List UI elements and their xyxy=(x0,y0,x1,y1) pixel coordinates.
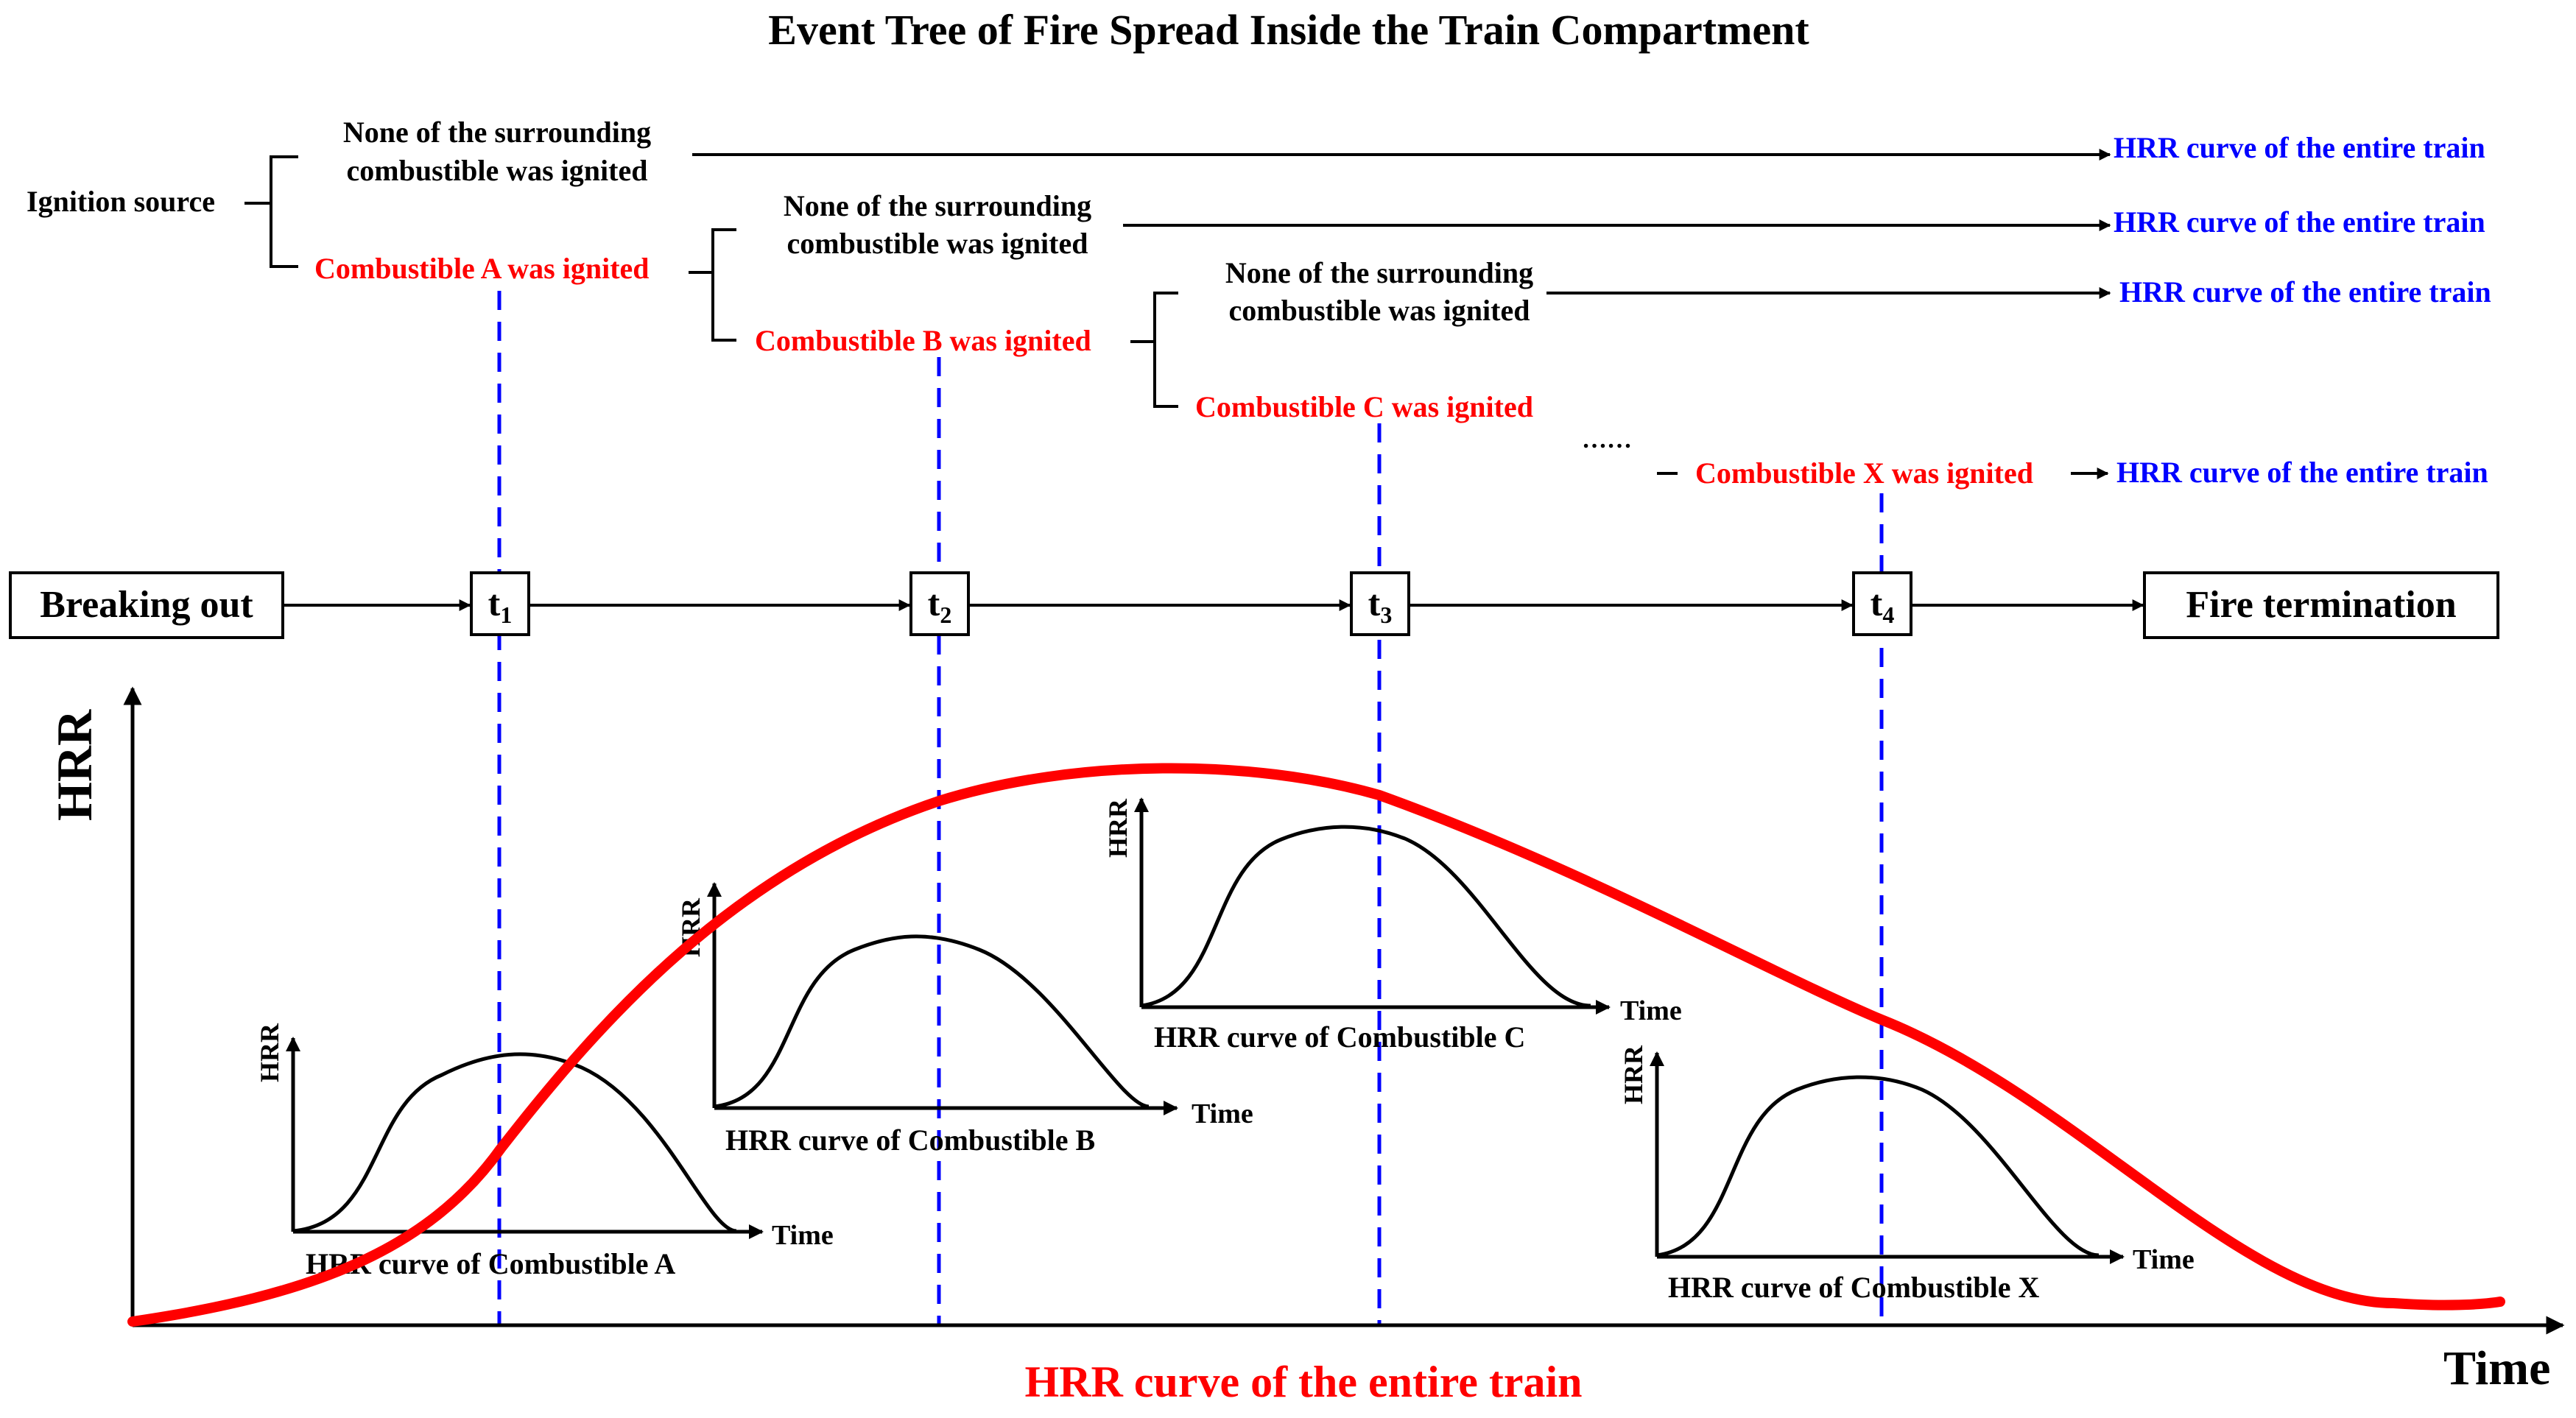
mini-chart-a: HRR Time HRR curve of Combustible A xyxy=(255,1023,834,1280)
none-ignited-2-line2: combustible was ignited xyxy=(787,227,1088,260)
mini-x-curve xyxy=(1656,1075,2100,1257)
mini-c-x-label: Time xyxy=(1620,995,1682,1026)
mini-b-curve xyxy=(714,934,1150,1109)
timeline: Breaking out t1 t2 t3 t4 Fire terminatio… xyxy=(9,571,2499,639)
mini-a-curve xyxy=(292,1052,737,1233)
branch-b-bracket xyxy=(1130,292,1178,408)
main-axes: HRR Time xyxy=(46,686,2565,1395)
t3-box xyxy=(1350,571,1410,636)
mini-x-y-label: HRR xyxy=(1619,1045,1648,1104)
breaking-out-label: Breaking out xyxy=(40,584,253,626)
mini-chart-c: HRR Time HRR curve of Combustible C xyxy=(1103,797,1682,1054)
mini-b-x-label: Time xyxy=(1192,1098,1253,1129)
outcome-3: HRR curve of the entire train xyxy=(2119,275,2491,308)
t2-label: t2 xyxy=(928,582,952,628)
none-ignited-3-line2: combustible was ignited xyxy=(1229,294,1530,327)
t3-label: t3 xyxy=(1368,582,1393,628)
combustible-c-ignited: Combustible C was ignited xyxy=(1195,390,1533,423)
combustible-a-ignited: Combustible A was ignited xyxy=(314,252,650,285)
main-x-label: Time xyxy=(2443,1341,2550,1395)
combustible-x-ignited: Combustible X was ignited xyxy=(1695,456,2033,490)
mini-chart-b: HRR Time HRR curve of Combustible B xyxy=(676,882,1253,1157)
t2-box xyxy=(909,571,970,636)
fire-termination-box xyxy=(2143,571,2499,639)
ellipsis: …… xyxy=(1582,426,1632,454)
none-ignited-1-line2: combustible was ignited xyxy=(347,154,648,187)
mini-c-y-label: HRR xyxy=(1103,798,1133,858)
t4-box xyxy=(1852,571,1912,636)
mini-x-caption: HRR curve of Combustible X xyxy=(1668,1271,2040,1304)
mini-a-y-label: HRR xyxy=(255,1023,284,1082)
branch-a-bracket xyxy=(689,228,736,342)
mini-chart-x: HRR Time HRR curve of Combustible X xyxy=(1619,1045,2195,1304)
outcome-2: HRR curve of the entire train xyxy=(2114,205,2485,239)
outcome-1: HRR curve of the entire train xyxy=(2114,131,2485,164)
mini-c-caption: HRR curve of Combustible C xyxy=(1154,1020,1525,1054)
mini-x-x-label: Time xyxy=(2133,1244,2195,1275)
mini-a-x-label: Time xyxy=(772,1220,834,1251)
t1-label: t1 xyxy=(488,582,513,628)
event-tree: Ignition source None of the surrounding … xyxy=(27,116,2491,490)
none-ignited-3-line1: None of the surrounding xyxy=(1225,256,1533,289)
t4-label: t4 xyxy=(1871,582,1895,628)
mini-c-curve xyxy=(1141,825,1591,1008)
fire-termination-label: Fire termination xyxy=(2186,584,2456,626)
train-hrr-curve xyxy=(127,763,2505,1327)
t1-box xyxy=(470,571,530,636)
main-y-label: HRR xyxy=(46,709,102,821)
time-markers xyxy=(497,291,1884,1325)
mini-b-caption: HRR curve of Combustible B xyxy=(725,1124,1095,1157)
breaking-out-box xyxy=(9,571,284,639)
none-ignited-2-line1: None of the surrounding xyxy=(784,189,1091,222)
ignition-source-label: Ignition source xyxy=(27,185,215,218)
ignition-bracket xyxy=(244,155,298,268)
outcome-x: HRR curve of the entire train xyxy=(2116,456,2488,489)
train-hrr-caption: HRR curve of the entire train xyxy=(1024,1358,1582,1406)
combustible-b-ignited: Combustible B was ignited xyxy=(755,324,1091,357)
diagram-title: Event Tree of Fire Spread Inside the Tra… xyxy=(768,6,1809,54)
none-ignited-1-line1: None of the surrounding xyxy=(343,116,651,149)
